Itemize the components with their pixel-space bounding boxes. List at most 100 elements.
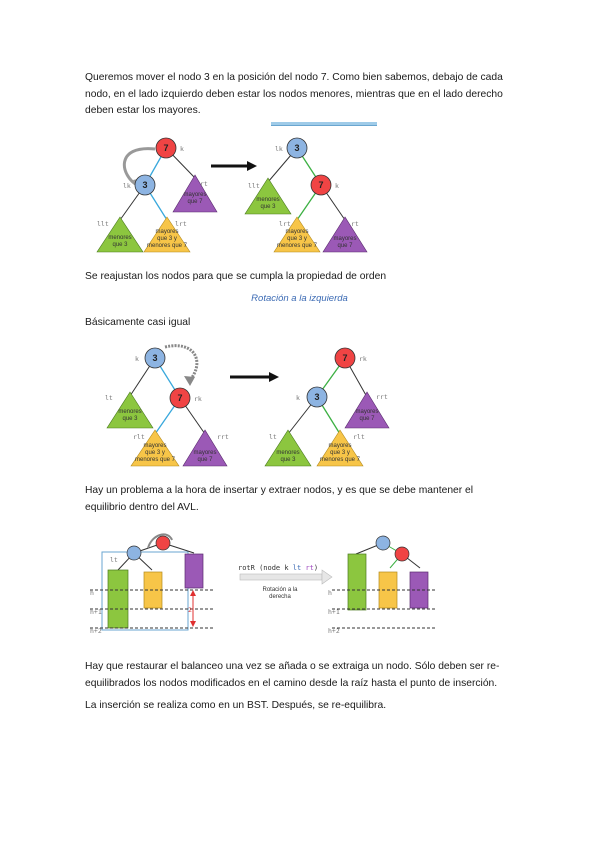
svg-text:rlt: rlt xyxy=(353,433,365,441)
svg-text:rk: rk xyxy=(194,395,202,403)
svg-text:7: 7 xyxy=(163,143,168,153)
svg-text:que 3: que 3 xyxy=(122,416,138,422)
svg-text:3: 3 xyxy=(314,392,319,402)
node-root xyxy=(286,137,308,159)
svg-text:que 7: que 7 xyxy=(337,243,353,249)
curved-rotation-arrow xyxy=(122,147,156,187)
curved-rotation-arrow xyxy=(164,344,199,381)
svg-text:7: 7 xyxy=(342,353,347,363)
similar-paragraph: Básicamente casi igual xyxy=(85,317,191,328)
node-root xyxy=(144,347,166,369)
svg-text:que 7: que 7 xyxy=(197,457,213,463)
svg-text:que 3: que 3 xyxy=(260,204,276,210)
svg-text:rt: rt xyxy=(351,220,359,228)
svg-text:Rotación a la: Rotación a la xyxy=(262,587,298,593)
left-rotation-diagram: 3 k 7 rk lt menores que 3 rlt mayores qu… xyxy=(105,344,390,467)
tree-lrt xyxy=(273,216,321,253)
svg-text:menores que 7: menores que 7 xyxy=(320,457,361,463)
node-child xyxy=(126,545,142,561)
svg-text:7: 7 xyxy=(318,180,323,190)
svg-text:menores que 7: menores que 7 xyxy=(147,243,188,249)
svg-text:menores: menores xyxy=(256,197,279,203)
node-child xyxy=(134,174,156,196)
tree-rrt xyxy=(182,429,228,467)
tree-after-rotation: 7 rk 3 k rrt mayores que 7 lt menores qu… xyxy=(264,347,390,467)
svg-text:mayores: mayores xyxy=(143,443,166,449)
rebalance-paragraph: Hay que restaurar el balanceo una vez se… xyxy=(85,661,500,689)
svg-text:que 3 y: que 3 y xyxy=(157,236,177,242)
node-root xyxy=(155,535,171,551)
avl-rotation-bars-diagram: lt rt h h+1 h+2 2 rotR (node k lt rt) Ro… xyxy=(90,533,435,635)
svg-text:que 7: que 7 xyxy=(187,199,203,205)
svg-text:mayores: mayores xyxy=(285,229,308,235)
svg-text:h+1: h+1 xyxy=(328,608,340,616)
svg-text:menores que 7: menores que 7 xyxy=(135,457,176,463)
svg-text:k: k xyxy=(335,182,339,190)
arrowhead-icon xyxy=(184,376,195,386)
intro-paragraph: Queremos mover el nodo 3 en la posición … xyxy=(85,72,503,116)
svg-text:derecha: derecha xyxy=(269,594,291,600)
tree-after-rotation: 3 lk 7 k llt menores que 3 lrt mayores q… xyxy=(244,137,368,253)
svg-text:lt: lt xyxy=(269,433,277,441)
selection-box xyxy=(101,551,189,631)
svg-text:2: 2 xyxy=(188,606,192,614)
svg-text:rt: rt xyxy=(200,180,208,188)
tree-rlt xyxy=(316,429,364,467)
tree-rt xyxy=(172,174,218,213)
svg-text:lrt: lrt xyxy=(175,220,187,228)
svg-text:h: h xyxy=(328,589,332,597)
svg-text:llt: llt xyxy=(248,182,260,190)
svg-text:k: k xyxy=(296,394,300,402)
tree-before-rotation: 7 k 3 lk rt mayores que 7 llt menores qu… xyxy=(96,137,218,253)
svg-text:rk: rk xyxy=(359,355,367,363)
bar-green xyxy=(107,569,129,629)
svg-text:h: h xyxy=(90,589,94,597)
svg-text:h+2: h+2 xyxy=(90,627,102,635)
tree-llt xyxy=(244,177,292,215)
svg-text:7: 7 xyxy=(177,393,182,403)
svg-text:menores: menores xyxy=(118,409,141,415)
svg-text:rlt: rlt xyxy=(133,433,145,441)
insertion-paragraph: La inserción se realiza como en un BST. … xyxy=(85,700,387,711)
tree-lt xyxy=(264,429,312,467)
tree-lrt xyxy=(143,216,191,253)
tree-lt xyxy=(106,391,154,429)
node-child xyxy=(306,386,328,408)
left-rotation-caption: Rotación a la izquierda xyxy=(251,293,348,304)
svg-text:3: 3 xyxy=(152,353,157,363)
svg-text:h+1: h+1 xyxy=(90,608,102,616)
svg-text:k: k xyxy=(135,355,139,363)
svg-text:que 3 y: que 3 y xyxy=(287,236,307,242)
svg-text:mayores: mayores xyxy=(193,450,216,456)
node-child xyxy=(310,174,332,196)
svg-text:mayores: mayores xyxy=(155,229,178,235)
svg-text:mayores: mayores xyxy=(355,409,378,415)
svg-text:lrt: lrt xyxy=(279,220,291,228)
svg-text:rrt: rrt xyxy=(376,393,388,401)
svg-text:rrt: rrt xyxy=(217,433,229,441)
rotation-arrow: rotR (node k lt rt) Rotación a la derech… xyxy=(238,564,333,600)
svg-text:que 7: que 7 xyxy=(359,416,375,422)
svg-text:lk: lk xyxy=(123,182,131,190)
svg-text:que 3: que 3 xyxy=(280,457,296,463)
top-bar-decoration xyxy=(271,122,377,126)
svg-text:mayores: mayores xyxy=(328,443,351,449)
svg-text:lt: lt xyxy=(110,556,118,564)
node-root xyxy=(155,137,177,159)
bar-purple xyxy=(184,553,204,589)
svg-text:mayores: mayores xyxy=(183,192,206,198)
tree-rt xyxy=(322,216,368,253)
svg-text:que 3 y: que 3 y xyxy=(145,450,165,456)
svg-text:llt: llt xyxy=(97,220,109,228)
svg-text:h+2: h+2 xyxy=(328,627,340,635)
svg-text:k: k xyxy=(180,145,184,153)
bar-green xyxy=(347,553,367,611)
svg-text:menores: menores xyxy=(108,235,131,241)
svg-text:3: 3 xyxy=(294,143,299,153)
svg-text:lt: lt xyxy=(105,394,113,402)
right-rotation-diagram: 7 k 3 lk rt mayores que 7 llt menores qu… xyxy=(96,137,368,253)
svg-text:mayores: mayores xyxy=(333,236,356,242)
bars-before: lt rt h h+1 h+2 2 xyxy=(90,533,215,635)
transform-arrow xyxy=(211,161,257,171)
svg-text:3: 3 xyxy=(142,180,147,190)
